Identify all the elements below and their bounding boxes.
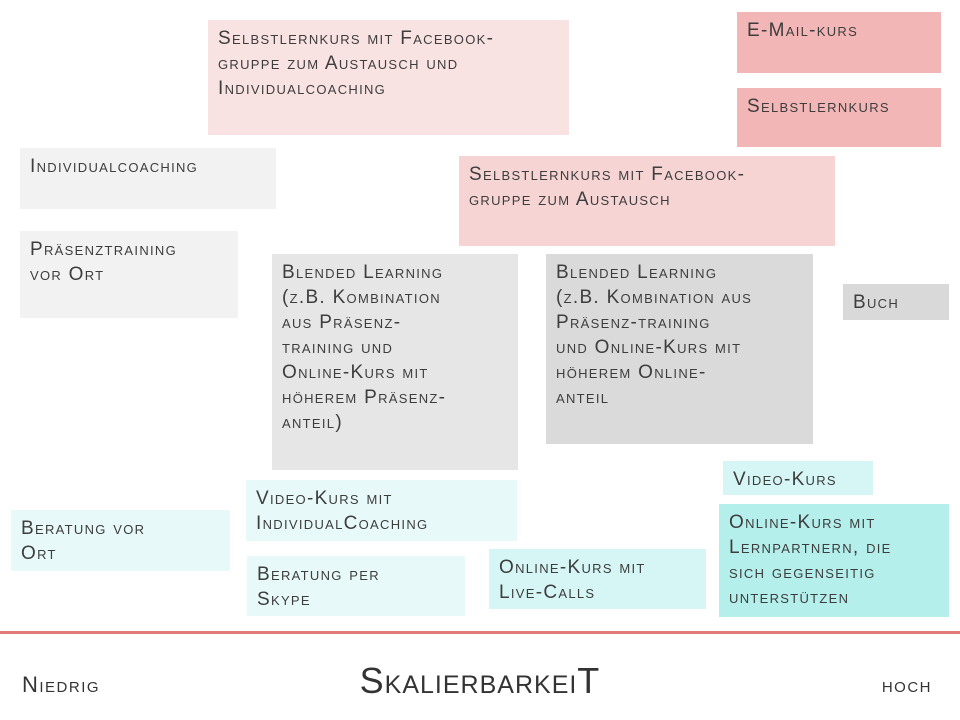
scalability-axis-line bbox=[0, 631, 960, 634]
box-selbstlernkurs-facebook-individualcoaching: Selbstlernkurs mit Facebook- gruppe zum … bbox=[208, 20, 569, 135]
box-buch: Buch bbox=[843, 284, 949, 320]
axis-title: SkalierbarkeiT bbox=[359, 660, 601, 701]
box-beratung-vor-ort: Beratung vor Ort bbox=[11, 510, 230, 571]
box-blended-learning-praesenz: Blended Learning (z.B. Kombination aus P… bbox=[272, 254, 518, 470]
box-blended-learning-online: Blended Learning (z.B. Kombination aus P… bbox=[546, 254, 813, 444]
box-praesenztraining: Präsenztraining vor Ort bbox=[20, 231, 238, 318]
box-selbstlernkurs-facebook: Selbstlernkurs mit Facebook- gruppe zum … bbox=[459, 156, 835, 246]
box-individualcoaching: Individualcoaching bbox=[20, 148, 276, 209]
box-online-kurs-lernpartner: Online-Kurs mit Lernpartnern, die sich g… bbox=[719, 504, 949, 617]
box-video-kurs: Video-Kurs bbox=[723, 461, 873, 495]
box-beratung-skype: Beratung per Skype bbox=[247, 556, 465, 616]
box-selbstlernkurs: Selbstlernkurs bbox=[737, 88, 941, 147]
box-online-kurs-live-calls: Online-Kurs mit Live-Calls bbox=[489, 549, 706, 609]
axis-label-high: hoch bbox=[881, 672, 932, 697]
axis-label-low: Niedrig bbox=[22, 672, 101, 697]
box-email-kurs: E-Mail-kurs bbox=[737, 12, 941, 73]
box-video-kurs-coaching: Video-Kurs mit IndividualCoaching bbox=[246, 480, 517, 541]
